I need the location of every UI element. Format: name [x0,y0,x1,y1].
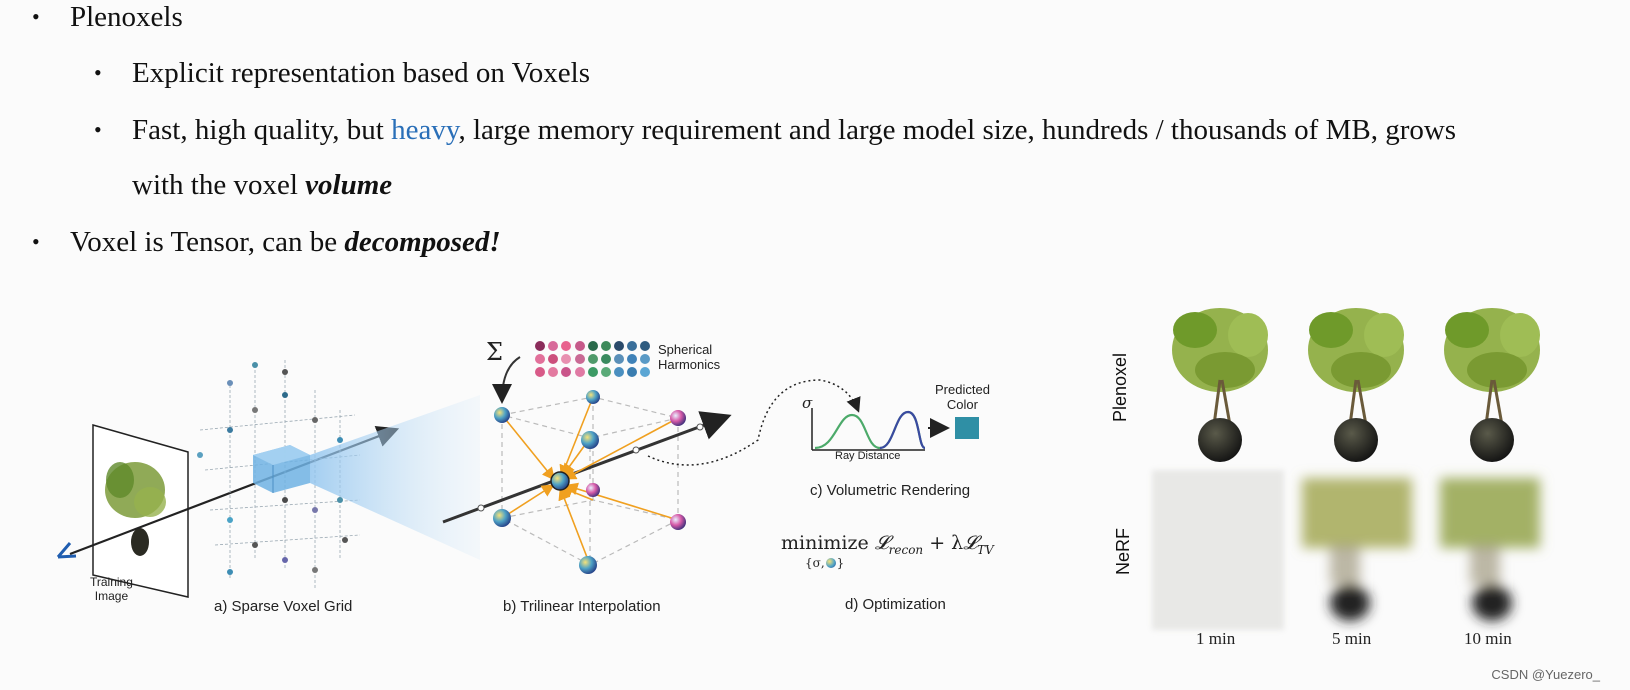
heavy-link: heavy [391,114,459,146]
predicted-color-swatch [955,417,979,439]
watermark: CSDN @Yuezero_ [1491,667,1600,682]
formula: minimize 𝓛recon + λ𝓛TV [781,532,994,557]
bullet-fast-pre: Fast, high quality, but [132,114,392,146]
caption-d: d) Optimization [845,596,946,613]
spherical-harmonics-icon [535,341,650,377]
highlighted-voxel-cube [253,445,310,493]
emphasis-decomposed: decomposed! [344,226,501,258]
formula-sub-a: {σ, [805,556,825,570]
time-label-2: 5 min [1332,629,1372,648]
ray-through-cube [442,411,732,524]
ti-line1: Training [90,575,133,589]
bullet-explicit: Explicit representation based on Voxels [132,57,590,89]
training-image-label: Training Image [90,575,133,603]
bullet-fast: Fast, high quality, but heavy, large mem… [132,113,1456,147]
spherical-harmonics-label: Spherical Harmonics [658,342,720,372]
formula-L2: 𝓛 [963,532,978,554]
caption-c: c) Volumetric Rendering [810,482,971,499]
sphere-icon [825,558,836,568]
bullet-dot: • [94,117,102,142]
bullet-dot: • [94,60,102,85]
formula-minimize: minimize [781,532,869,554]
sh-line1: Spherical [658,342,713,357]
pc-line2: Color [946,397,978,412]
row-label-plenoxel: Plenoxel [1110,352,1131,423]
bullet-dot: • [32,229,40,254]
training-image-plane [92,424,189,598]
caption-b: b) Trilinear Interpolation [503,598,661,615]
formula-tv: TV [977,542,994,557]
ti-line2: Image [94,589,129,603]
bullet-dot: • [32,4,40,29]
plenoxel-row [1172,308,1540,462]
pc-line1: Predicted [935,382,990,397]
bullet-voxel-tensor: Voxel is Tensor, can be decomposed! [70,225,501,259]
formula-sub-b: } [836,556,845,570]
predicted-color-label: Predicted Color [935,382,990,412]
camera-icon [56,542,77,559]
bullet-voxel-pre: Voxel is Tensor, can be [70,226,345,258]
nerf-row [1152,470,1540,630]
sh-line2: Harmonics [658,357,721,372]
bullet-fast-line2: with the voxel volume [132,168,392,202]
time-label-1: 1 min [1196,629,1236,648]
formula-L1: 𝓛 [874,532,889,554]
emphasis-volume: volume [305,169,393,201]
sigma-axis-label: σ [802,394,813,412]
ray-distance-label: Ray Distance [835,450,901,462]
bullet-fast-post: , large memory requirement and large mod… [458,114,1457,146]
sh-spheres [493,390,686,574]
render-dotted-arc [647,379,861,466]
volumetric-rendering-plot [811,408,979,451]
zoom-beam [310,395,480,560]
sigma-sum-label: Σ [486,338,503,366]
sigma-arrow [492,356,521,404]
formula-recon: recon [888,542,924,557]
bullet-fast-line2-pre: with the voxel [132,169,306,201]
bullet-plenoxels: Plenoxels [70,1,183,33]
caption-a: a) Sparse Voxel Grid [214,598,353,615]
formula-plus-lambda: + λ [929,532,964,554]
formula-subscript: {σ,} [805,556,844,570]
row-label-nerf: NeRF [1113,527,1134,576]
interp-cube [500,396,680,566]
voxel-points [197,362,348,575]
time-label-3: 10 min [1464,629,1512,648]
